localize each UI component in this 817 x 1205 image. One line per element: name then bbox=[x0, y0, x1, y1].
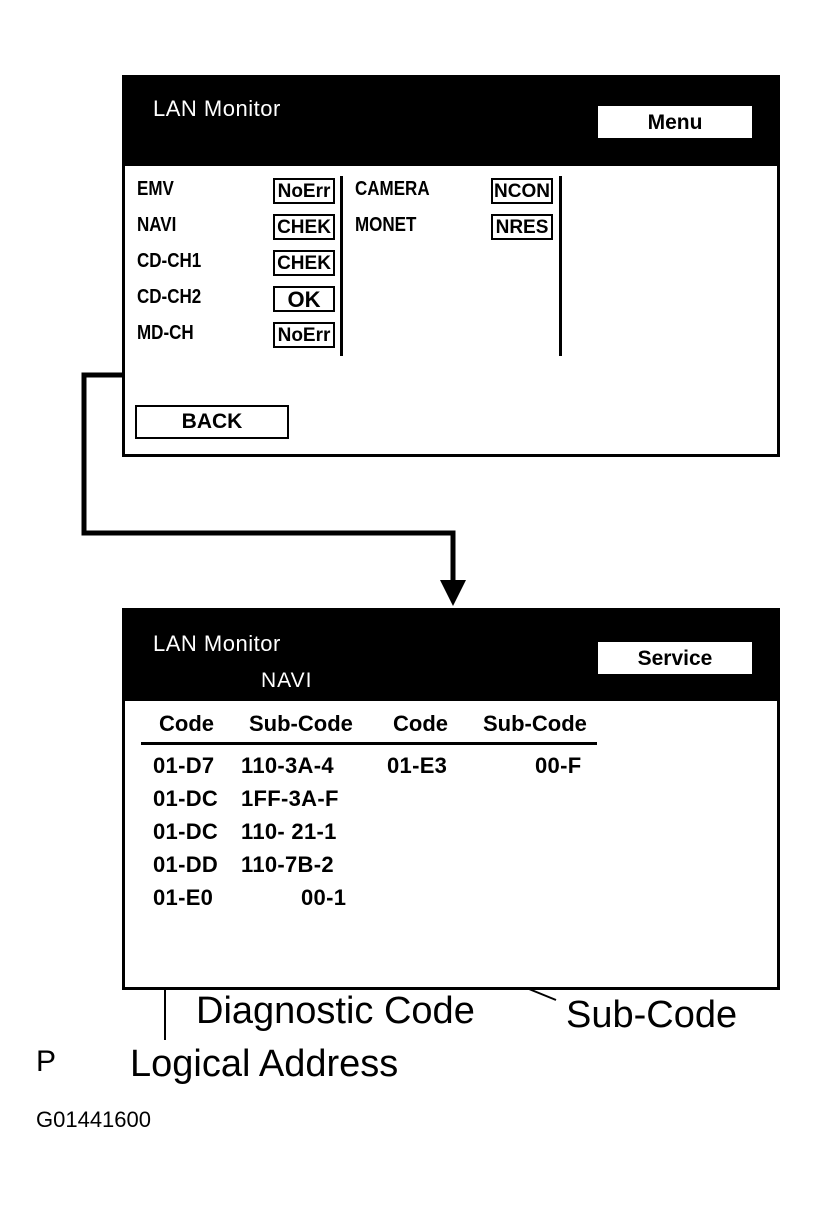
lan-monitor-screen: LAN Monitor Menu EMV NoErr NAVI CHEK CD-… bbox=[122, 75, 780, 457]
sub-code-cell: 1FF-3A-F bbox=[241, 786, 339, 811]
sub-code-cell: 110-7B-2 bbox=[241, 852, 334, 877]
device-label-cd-ch2: CD-CH2 bbox=[137, 286, 202, 308]
code-cell: 01-D7 bbox=[153, 753, 215, 778]
device-label-camera: CAMERA bbox=[355, 178, 430, 200]
code-cell: 01-DC bbox=[153, 819, 219, 844]
sub-code-cell: 110-3A-4 bbox=[241, 753, 334, 778]
device-label-navi: NAVI bbox=[137, 214, 177, 236]
column-header-code-2: Code bbox=[393, 711, 448, 736]
column-divider bbox=[559, 176, 562, 356]
device-label-emv: EMV bbox=[137, 178, 174, 200]
figure-id: G01441600 bbox=[36, 1107, 151, 1132]
column-divider bbox=[340, 176, 343, 356]
column-header-sub-code-2: Sub-Code bbox=[483, 711, 587, 736]
code-cell: 01-DD bbox=[153, 852, 219, 877]
code-cell: 01-E0 bbox=[153, 885, 214, 910]
screen-subtitle: NAVI bbox=[261, 669, 313, 692]
code-cell: 01-DC bbox=[153, 786, 219, 811]
status-badge-cd-ch2[interactable]: OK bbox=[273, 286, 335, 312]
column-header-code: Code bbox=[159, 711, 214, 736]
figure-mark: P bbox=[36, 1045, 57, 1078]
header-rule bbox=[141, 742, 597, 745]
sub-code-cell: 00-F bbox=[535, 753, 582, 778]
menu-button[interactable]: Menu bbox=[597, 105, 753, 139]
status-badge-navi[interactable]: CHEK bbox=[273, 214, 335, 240]
device-label-monet: MONET bbox=[355, 214, 417, 236]
code-cell: 01-E3 bbox=[387, 753, 448, 778]
sub-code-cell: 110- 21-1 bbox=[241, 819, 337, 844]
service-button[interactable]: Service bbox=[597, 641, 753, 675]
device-label-cd-ch1: CD-CH1 bbox=[137, 250, 202, 272]
back-button[interactable]: BACK bbox=[135, 405, 289, 439]
diagnostic-code-caption: Diagnostic Code bbox=[196, 990, 475, 1032]
logical-address-caption: Logical Address bbox=[130, 1043, 399, 1085]
column-header-sub-code: Sub-Code bbox=[249, 711, 353, 736]
screen-header: LAN Monitor NAVI Service bbox=[125, 611, 777, 701]
screen-header: LAN Monitor Menu bbox=[125, 78, 777, 166]
sub-code-caption: Sub-Code bbox=[566, 994, 738, 1036]
navi-code-screen: LAN Monitor NAVI Service Code Sub-Code C… bbox=[122, 608, 780, 990]
status-badge-cd-ch1[interactable]: CHEK bbox=[273, 250, 335, 276]
screen-title: LAN Monitor bbox=[153, 631, 281, 656]
screen-title: LAN Monitor bbox=[153, 96, 281, 121]
status-badge-camera[interactable]: NCON bbox=[491, 178, 553, 204]
status-badge-md-ch[interactable]: NoErr bbox=[273, 322, 335, 348]
status-badge-emv[interactable]: NoErr bbox=[273, 178, 335, 204]
sub-code-cell: 00-1 bbox=[301, 885, 347, 910]
down-arrow-icon bbox=[440, 580, 466, 606]
device-label-md-ch: MD-CH bbox=[137, 322, 194, 344]
status-badge-monet[interactable]: NRES bbox=[491, 214, 553, 240]
